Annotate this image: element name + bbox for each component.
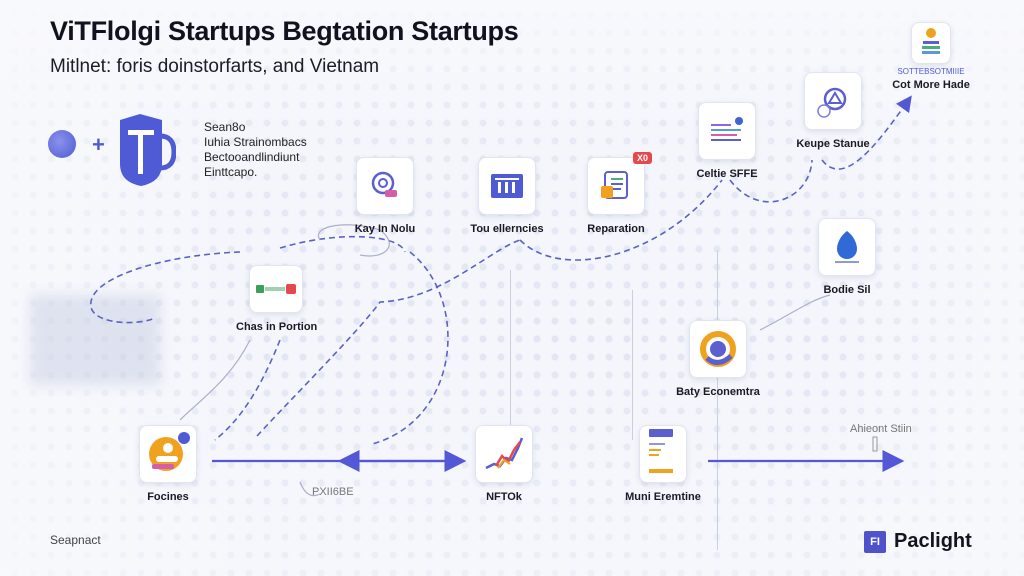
node-caption: SOTTEBSOTMIIIE bbox=[897, 67, 965, 76]
vertical-guide-line bbox=[632, 290, 633, 440]
brand[interactable]: FI Paclight bbox=[864, 530, 972, 553]
blurred-block bbox=[30, 295, 160, 385]
node-reparation[interactable]: X0 Reparation bbox=[576, 152, 656, 235]
speech-badge-icon bbox=[371, 171, 397, 197]
node-celtie-sffe[interactable]: Celtie SFFE bbox=[687, 102, 767, 180]
annotation-right-arrow: Ahieont Stiin bbox=[850, 423, 912, 435]
building-icon bbox=[491, 174, 523, 198]
shield-mug-icon bbox=[120, 114, 176, 186]
node-tou-ellerncies[interactable]: Tou ellerncies bbox=[463, 157, 551, 235]
annotation-bottom-mid: PXII6BE bbox=[312, 486, 354, 498]
plus-icon: + bbox=[92, 132, 105, 157]
node-cot-more-hade[interactable]: SOTTEBSOTMIIIE Cot More Hade bbox=[886, 22, 976, 91]
water-drop-icon bbox=[835, 231, 859, 263]
line-chart-icon bbox=[485, 437, 524, 470]
node-bodie-sil[interactable]: Bodie Sil bbox=[807, 218, 887, 296]
node-muni-eremtine[interactable]: Muni Eremtine bbox=[618, 425, 708, 503]
form-icon bbox=[649, 429, 673, 473]
legend: + Sean8o Iuhia Strainombacs Bectooandlin… bbox=[48, 108, 318, 188]
brand-name: Paclight bbox=[894, 530, 972, 552]
report-icon bbox=[711, 117, 743, 141]
toggle-bar-icon bbox=[256, 284, 296, 294]
vertical-guide-line bbox=[510, 270, 511, 430]
ring-icon bbox=[700, 331, 736, 367]
node-kay-in-nolu[interactable]: Kay In Nolu bbox=[345, 157, 425, 235]
globe-icon bbox=[48, 130, 76, 158]
vertical-guide-line bbox=[717, 250, 718, 550]
node-keupe-stanue[interactable]: Keupe Stanue bbox=[793, 72, 873, 150]
footer-left-text: Seapnact bbox=[50, 533, 101, 547]
node-baty-econemtra[interactable]: Baty Econemtra bbox=[676, 320, 760, 398]
person-badge-icon bbox=[149, 432, 190, 471]
node-nftok[interactable]: NFTOk bbox=[464, 425, 544, 503]
legend-text: Sean8o Iuhia Strainombacs Bectooandlindi… bbox=[204, 120, 307, 179]
brand-logo-icon: FI bbox=[864, 530, 886, 553]
badge: X0 bbox=[632, 152, 652, 164]
triangle-circle-icon bbox=[817, 87, 847, 118]
node-chas-in-portion[interactable]: Chas in Portion bbox=[236, 265, 317, 333]
document-list-icon bbox=[601, 171, 628, 199]
page-subtitle: Mitlnet: foris doinstorfarts, and Vietna… bbox=[50, 56, 380, 77]
node-focines[interactable]: Focines bbox=[128, 425, 208, 503]
lightbulb-stack-icon bbox=[922, 28, 940, 54]
page-title: ViTFlolgi Startups Begtation Startups bbox=[50, 16, 519, 46]
